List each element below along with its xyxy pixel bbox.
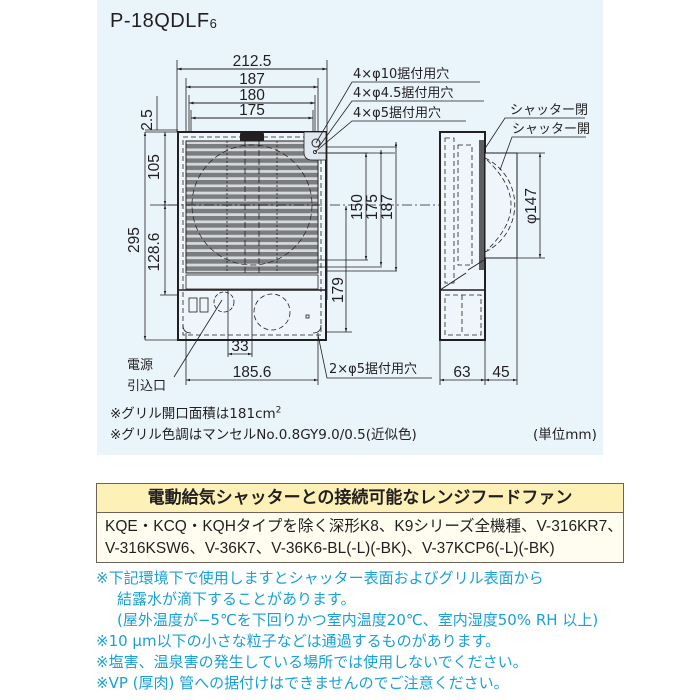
caution-line: ※VP (厚肉) 管への据付けはできませんのでご注意ください。 xyxy=(96,674,509,692)
caution-line: 結露水が滴下することがあります。 xyxy=(117,590,356,608)
dim-top-offset: 2.5 xyxy=(139,109,156,131)
label-power-inlet-2: 引込口 xyxy=(127,379,166,394)
front-view: 212.5 187 180 175 2.5 105 295 128.6 xyxy=(126,53,484,394)
caution-line: ※塩害、温泉害の発生している場所では使用しないでください。 xyxy=(96,653,528,671)
caution-notes: ※下記環境下で使用しますとシャッター表面およびグリル表面から 結露水が滴下するこ… xyxy=(96,568,598,694)
dim-center-179: 179 xyxy=(330,277,347,303)
table-line-1: KQE・KCQ・KQHタイプを除く深形K8、K9シリーズ全機種、V-316KR7… xyxy=(105,518,623,535)
caution-line: ※10 μm以下の小さな粒子などは通過するものがあります。 xyxy=(96,632,501,650)
table-line-2: V-316KSW6、V-36K7、V-36K6-BL(-L)(-BK)、V-37… xyxy=(105,540,555,557)
label-shutter-closed: シャッター閉 xyxy=(510,103,588,118)
table-header: 電動給気シャッターとの接続可能なレンジフードファン xyxy=(97,484,623,513)
dim-width-180: 180 xyxy=(239,87,265,104)
table-body: KQE・KCQ・KQHタイプを除く深形K8、K9シリーズ全機種、V-316KR7… xyxy=(97,513,623,562)
dim-height-upper: 105 xyxy=(146,154,163,180)
model-name: P-18QDLF xyxy=(110,10,210,32)
dim-width-overall: 212.5 xyxy=(233,53,272,70)
dim-grille-150: 150 xyxy=(349,194,366,220)
label-power-inlet-1: 電源 xyxy=(127,358,153,373)
dim-width-187: 187 xyxy=(239,71,265,88)
side-view: φ147 63 45 シャッター閉 シャッター開 xyxy=(439,103,590,385)
label-hole-5: 4×φ5据付用穴 xyxy=(353,106,441,121)
dim-depth-hood: 45 xyxy=(492,364,509,381)
caution-line: ※下記環境下で使用しますとシャッター表面およびグリル表面から xyxy=(96,569,544,587)
compatible-range-hood-table: 電動給気シャッターとの接続可能なレンジフードファン KQE・KCQ・KQHタイプ… xyxy=(96,483,624,563)
dim-power-offset: 33 xyxy=(231,338,248,355)
label-hole-10: 4×φ10据付用穴 xyxy=(353,67,449,82)
note-grille-area: ※グリル開口面積は181cm2 xyxy=(110,405,282,423)
dim-height-lower: 128.6 xyxy=(146,233,163,272)
dim-width-175: 175 xyxy=(239,102,265,119)
model-title: P-18QDLF6 xyxy=(110,10,217,33)
caution-line: (屋外温度が−5℃を下回りかつ室内温度20℃、室内湿度50% RH 以上) xyxy=(117,611,599,629)
dim-bottom-holes: 185.6 xyxy=(233,364,272,381)
label-shutter-open: シャッター開 xyxy=(512,122,590,137)
technical-drawing: 212.5 187 180 175 2.5 105 295 128.6 xyxy=(126,53,590,394)
label-hole-4-5: 4×φ4.5据付用穴 xyxy=(353,86,453,101)
note-grille-color: ※グリル色調はマンセルNo.0.8GY9.0/0.5(近似色) xyxy=(110,427,417,443)
dim-depth-body: 63 xyxy=(453,364,470,381)
model-suffix: 6 xyxy=(209,16,218,31)
dim-grille-175: 175 xyxy=(364,194,381,220)
label-bottom-holes: 2×φ5据付用穴 xyxy=(329,362,417,377)
dim-grille-187: 187 xyxy=(379,194,396,220)
dim-height-overall: 295 xyxy=(126,227,143,253)
unit-label: (単位mm) xyxy=(533,427,597,443)
dim-duct-diameter: φ147 xyxy=(523,188,540,224)
